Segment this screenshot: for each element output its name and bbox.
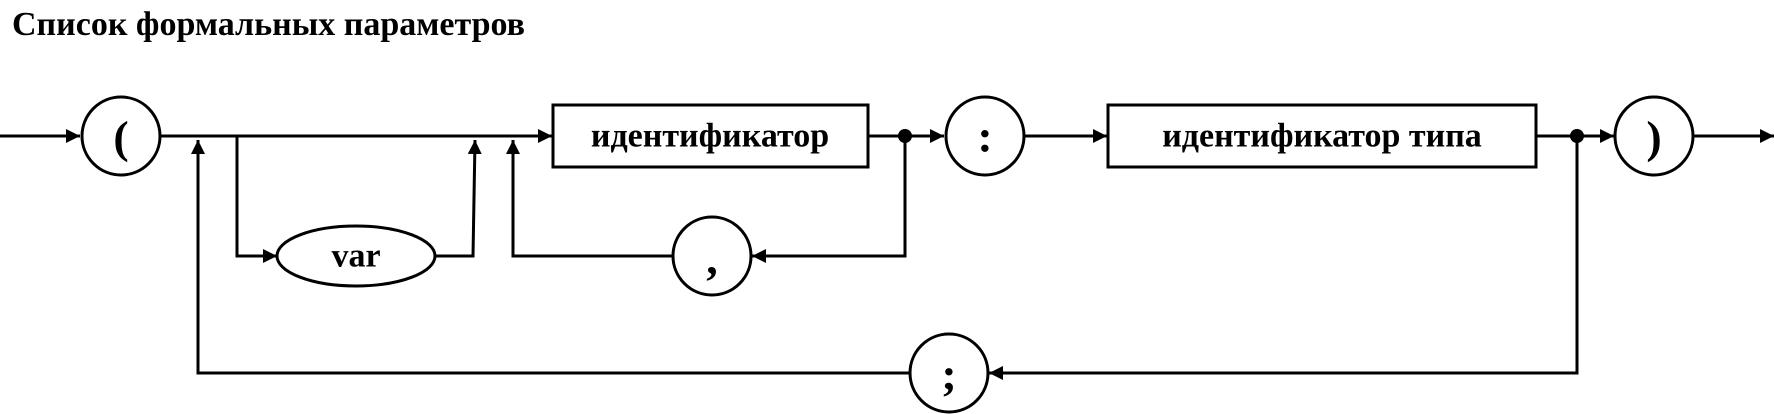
- var-branch-out: [436, 139, 482, 258]
- semicolon-loop-in: [989, 136, 1579, 380]
- comma-label: ,: [706, 233, 718, 284]
- close-paren-label: ): [1646, 112, 1661, 163]
- colon-label: :: [977, 111, 992, 162]
- comma-loop-out: [506, 140, 672, 258]
- var-node: [275, 224, 437, 288]
- var-branch-in: [235, 136, 277, 263]
- type-identifier-node: [1106, 103, 1538, 169]
- comma-loop-in: [752, 136, 907, 263]
- identifier-label: идентификатор: [591, 118, 829, 155]
- semicolon-loop-out: [191, 140, 909, 375]
- junction-dot-identifier: [898, 129, 912, 143]
- type-identifier-label: идентификатор типа: [1162, 118, 1482, 155]
- colon-node: [944, 95, 1026, 177]
- junction-dot-type: [1570, 129, 1584, 143]
- semicolon-label: ;: [941, 349, 956, 400]
- comma-node: [671, 215, 753, 297]
- var-label: var: [331, 238, 380, 275]
- close-paren-node: [1613, 95, 1695, 177]
- semicolon-node: [908, 332, 990, 414]
- open-paren-node: [80, 95, 162, 177]
- identifier-node: [551, 103, 870, 169]
- diagram-title: Список формальных параметров: [12, 6, 526, 43]
- open-paren-label: (: [113, 112, 128, 163]
